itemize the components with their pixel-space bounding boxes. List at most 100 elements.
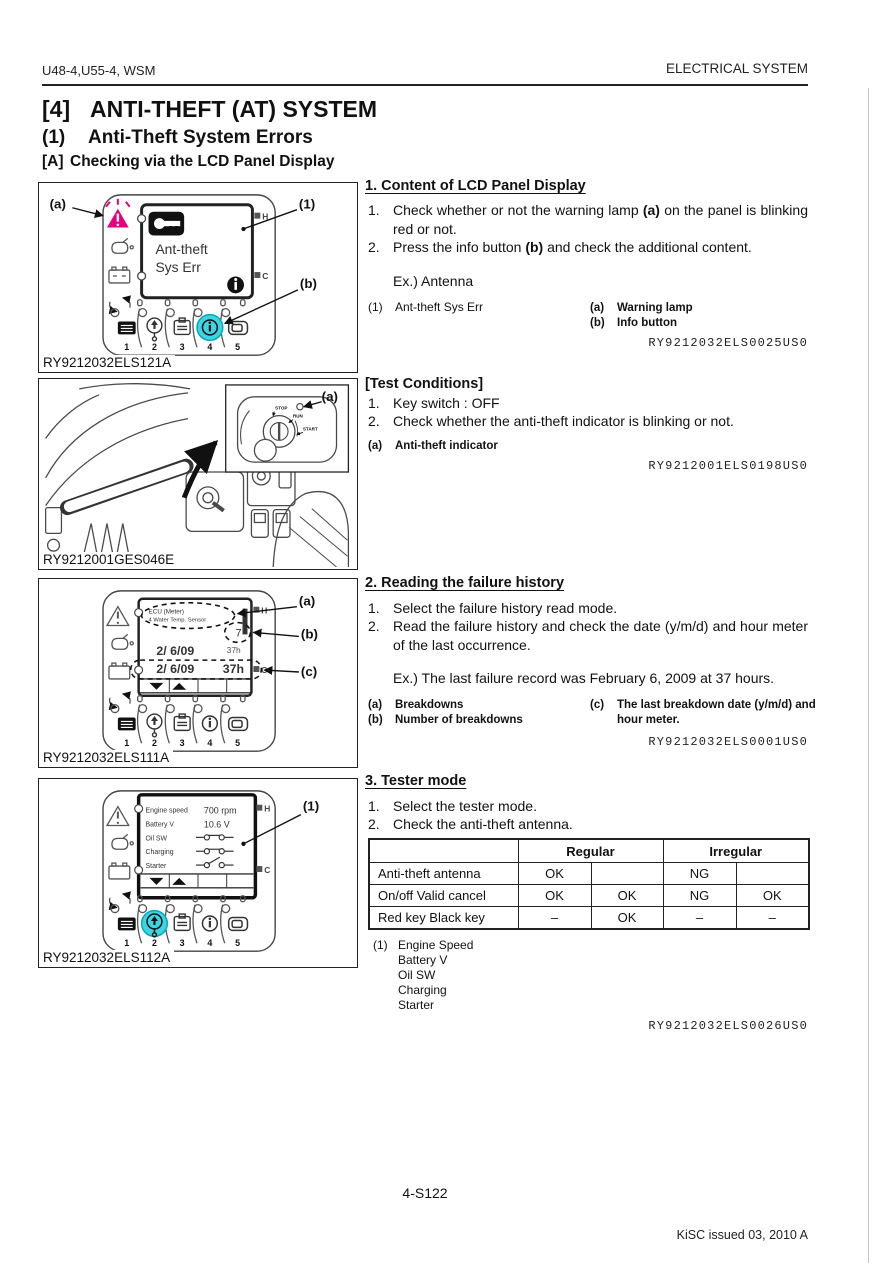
figure-legend-b: (b)Number of breakdowns	[368, 714, 523, 726]
figure-2-illustration: STOP RUN START (a)	[44, 383, 350, 567]
tester-row-name: Oil SW	[146, 835, 168, 842]
step: 2.Read the failure history and check the…	[368, 618, 808, 653]
callout-a: (a)	[299, 594, 315, 609]
scroll-down-icon	[149, 682, 164, 690]
button-numbers: 1 2 3 4 5	[124, 738, 240, 748]
svg-text:4: 4	[207, 342, 212, 352]
button-5-display-select-icon	[227, 916, 249, 932]
note-line: Oil SW	[398, 968, 436, 982]
step: 1.Key switch : OFF	[368, 395, 500, 411]
heading-test-conditions: [Test Conditions]	[365, 376, 484, 392]
battery-icon	[108, 862, 131, 880]
anti-theft-indicator-lamp	[296, 402, 304, 411]
figure-tester-mode: Engine speed Battery V Oil SW Charging S…	[38, 778, 358, 968]
cell: NG	[662, 884, 737, 907]
step: 2.Check the anti-theft antenna.	[368, 816, 573, 832]
subsection-title-text: Checking via the LCD Panel Display	[70, 153, 335, 170]
key-position-run: RUN	[293, 414, 303, 419]
table-corner-cell	[368, 838, 519, 863]
lcd-row2-date: 2/ 6/09	[156, 662, 194, 676]
figure-failure-history: ECU (Meter) 4 Water Temp. Sensor 7 2/ 6/…	[38, 578, 358, 768]
step-text: Press the info button (b) and check the …	[393, 239, 752, 255]
figure-key-switch: STOP RUN START (a) RY9212001GES046E	[38, 378, 358, 570]
oil-lamp-icon	[111, 237, 134, 254]
cell: NG	[662, 862, 737, 885]
callout-c: (c)	[301, 664, 317, 679]
header-rule	[42, 84, 808, 86]
svg-text:3: 3	[180, 738, 185, 748]
tester-result-table: Regular Irregular Anti-theft antenna OK …	[368, 838, 810, 930]
marker-h: H	[262, 212, 268, 222]
figure-reference-code: RY9212032ELS0025US0	[648, 336, 808, 350]
table-header-row: Regular Irregular	[368, 838, 810, 863]
callout-1: (1)	[299, 197, 315, 212]
panel-outline	[102, 790, 276, 952]
tester-row-value: 700 rpm	[204, 806, 237, 816]
step-text: Check whether or not the warning lamp (a…	[393, 202, 808, 237]
figure-caption: RY9212032ELS112A	[43, 950, 175, 965]
svg-text:2: 2	[152, 342, 157, 352]
chapter-title: [4]ANTI-THEFT (AT) SYSTEM	[42, 96, 377, 123]
section-title: (1)Anti-Theft System Errors	[42, 127, 313, 149]
key-switch-inset: STOP RUN START	[225, 384, 350, 473]
oil-lamp-icon	[111, 633, 134, 650]
lcd-row2-hour: 37h	[223, 662, 244, 676]
callout-a: (a)	[322, 389, 338, 404]
scroll-down-icon	[149, 877, 164, 885]
tester-row-name: Charging	[146, 849, 174, 856]
svg-text:5: 5	[235, 738, 240, 748]
lcd-breakdown-line2: 4 Water Temp. Sensor	[149, 618, 207, 624]
svg-text:4: 4	[207, 738, 212, 748]
battery-icon	[108, 266, 131, 284]
table-row: Anti-theft antenna OK NG	[368, 862, 810, 885]
cell: –	[735, 906, 810, 930]
header-model-code: U48-4,U55-4, WSM	[42, 63, 156, 78]
figure-3-illustration: ECU (Meter) 4 Water Temp. Sensor 7 2/ 6/…	[102, 590, 318, 752]
button-3-aux-icon	[173, 913, 191, 932]
button-numbers: 1 2 3 4 5	[124, 938, 240, 948]
svg-text:2: 2	[152, 938, 157, 948]
heading-tester-mode: 3. Tester mode	[365, 773, 467, 789]
svg-text:5: 5	[235, 342, 240, 352]
button-5-display-select-icon	[227, 716, 249, 732]
example-text: Ex.) Antenna	[393, 273, 474, 289]
switch-symbols	[196, 834, 234, 869]
svg-text:3: 3	[180, 342, 185, 352]
control-lever	[59, 458, 194, 516]
note-line: Charging	[398, 983, 447, 997]
page-number: 4-S122	[402, 1185, 448, 1201]
button-row-decor	[110, 299, 246, 348]
figure-reference-code: RY9212032ELS0001US0	[648, 735, 808, 749]
svg-text:1: 1	[124, 342, 129, 352]
example-text: Ex.) The last failure record was Februar…	[393, 670, 775, 686]
callout-b: (b)	[301, 626, 318, 641]
table-row: On/off Valid cancel OK OK NG OK	[368, 884, 810, 907]
regen-arrows-icon	[108, 691, 132, 711]
lcd-text-line2: Sys Err	[155, 259, 201, 275]
figure-caption: RY9212032ELS111A	[43, 750, 174, 765]
lcd-breakdown-line1: ECU (Meter)	[149, 609, 185, 616]
lcd-screen: Engine speed Battery V Oil SW Charging S…	[134, 793, 258, 900]
note-line: Starter	[398, 998, 435, 1012]
cell: OK	[590, 906, 664, 930]
figure-legend-a: (a)Anti-theft indicator	[368, 440, 498, 452]
temp-gauge-markers: H C	[254, 212, 268, 281]
heading-content-of-lcd: 1. Content of LCD Panel Display	[365, 178, 586, 194]
button-1-display-icon	[117, 321, 136, 335]
battery-icon	[108, 662, 131, 680]
button-row-decor	[110, 695, 246, 744]
lcd-row1-hour: 37h	[227, 645, 241, 655]
lcd-screen: Ant-theft Sys Err	[137, 203, 254, 300]
cell: OK	[517, 862, 592, 885]
section-title-text: Anti-Theft System Errors	[88, 127, 313, 148]
heading-reading-failure-history: 2. Reading the failure history	[365, 575, 565, 591]
note-line: Battery V	[398, 953, 448, 967]
chapter-title-text: ANTI-THEFT (AT) SYSTEM	[90, 96, 378, 122]
button-1-display-icon	[117, 717, 136, 731]
page-edge-line	[868, 88, 869, 1263]
panel-outline	[102, 194, 276, 356]
step: 2.Check whether the anti-theft indicator…	[368, 413, 734, 429]
button-2-key-icon	[146, 317, 163, 342]
step-number: 1.	[368, 202, 380, 218]
step-number: 2.	[368, 239, 380, 255]
